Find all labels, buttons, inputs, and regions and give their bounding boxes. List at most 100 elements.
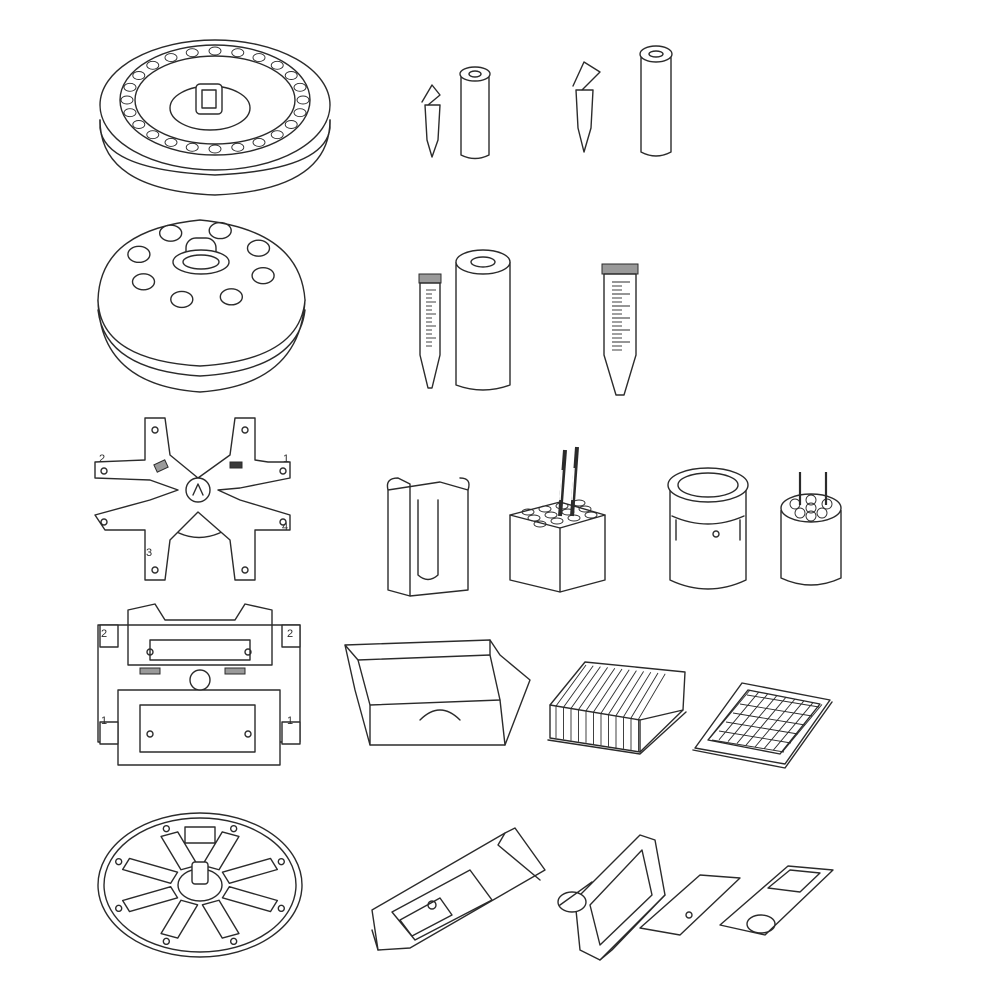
position-label: 2 [99,453,105,465]
tube-hole [252,53,266,63]
tube-hole [527,514,541,522]
slide-holder-arm [221,886,279,913]
well-col [739,703,813,717]
tube-hole [284,71,298,80]
tube-hole [544,511,558,519]
holder-pin [114,857,123,866]
conical-tube-15ml [418,273,442,389]
well-col [711,739,785,753]
microtube-rotor [99,39,331,196]
filter-card [639,874,741,936]
well-column [555,664,587,707]
position-label: 2 [287,628,293,640]
well-column [570,666,601,709]
tube-hole [293,108,307,118]
tube-hole [131,273,156,291]
tube-hole [805,510,817,522]
well-row [745,696,787,746]
round-bucket [667,467,749,590]
tube-hole [146,60,160,70]
slide-holder-arm [221,857,279,884]
tube-hole [219,288,244,306]
well-col [732,712,806,726]
tube-hole [816,507,828,519]
micro-tube-adapter-small [459,66,491,160]
tube-hole [208,46,222,56]
deep-well-plate [547,661,687,755]
tube-hole [231,48,245,58]
round-tube-adapter [780,472,842,586]
holder-pin [277,857,286,866]
cytology-chamber [557,834,666,961]
well-row [754,698,796,748]
tube-hole [296,95,310,105]
tube-hole [270,130,284,140]
holder-pin [277,904,286,913]
tube-hole [170,290,194,309]
micro-tube-adapter-large [639,45,673,157]
tube-hole [578,505,592,513]
well-row [772,702,814,751]
well-column [638,673,666,720]
tube-hole [251,266,275,285]
position-label: 2 [101,628,107,640]
well-row [763,700,805,750]
micro-tube-large [572,61,601,153]
microplate-rotor: 2 2 1 1 [97,603,301,766]
conical-tube-adapter [455,249,511,391]
holder-pin [229,824,238,833]
well-col [718,730,792,744]
tube-hole [208,221,232,240]
microscope-slide [719,865,834,936]
tube-hole [270,60,284,70]
tube-hole [132,120,146,129]
well-column [593,668,623,713]
tube-hole [533,520,547,528]
swing-out-rotor: 2 1 3 4 [94,417,291,581]
well-column [578,667,608,710]
multi-tube-block [509,446,606,593]
tube-hole [127,245,151,264]
position-label: 1 [283,453,289,465]
tube-hole [521,508,535,516]
tube-hole [123,108,137,118]
tube-hole [805,494,817,506]
conical-tube-50ml [601,263,639,396]
well-column [630,672,659,719]
tube-hole [584,511,598,519]
conical-tube-rotor [97,219,306,393]
well-column [615,671,644,716]
tube-hole [538,505,552,513]
slide-holder-arm [121,857,179,884]
tube-hole [146,130,160,140]
cytology-rotor [97,812,303,958]
slide-holder-arm [121,886,179,913]
tube-hole [185,48,199,58]
tube-hole [252,137,266,147]
tube-hole [293,82,307,92]
holder-pin [229,937,238,946]
cytology-funnel-clip [371,827,546,951]
microplate [692,682,833,769]
well-column [600,669,630,714]
slide-holder-arm [160,899,199,939]
slide-holder-arm [201,899,240,939]
tube-hole [185,142,199,152]
well-column [585,667,616,712]
well-col [725,721,799,735]
holder-pin [162,824,171,833]
well-column [623,671,652,718]
position-label: 1 [287,715,293,727]
tube-hole [164,137,178,147]
tube-hole [805,502,817,514]
position-label: 4 [282,521,288,533]
well-column [608,670,637,715]
tube-hole [231,142,245,152]
tube-hole [208,144,222,154]
tube-hole [550,517,564,525]
well-row [709,689,751,739]
well-column [563,665,594,708]
tube-hole [132,71,146,80]
tube-hole [120,95,134,105]
